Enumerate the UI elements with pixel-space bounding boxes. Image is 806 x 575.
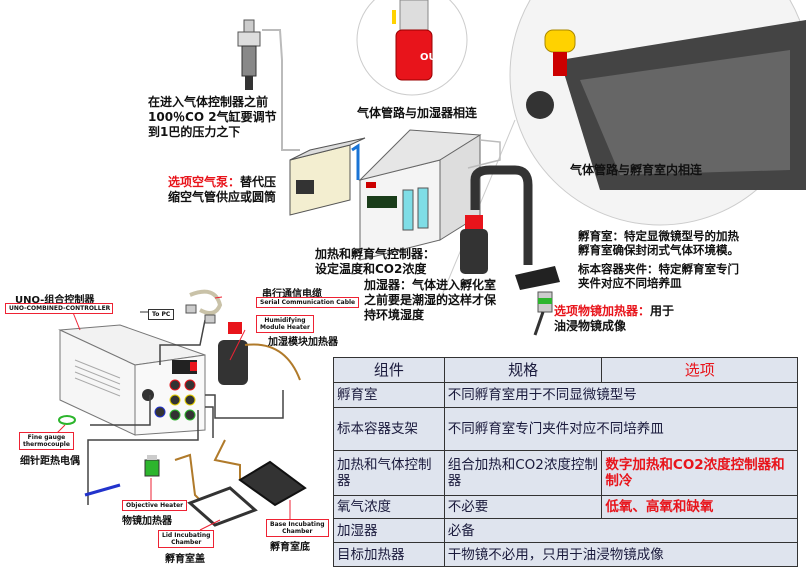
cell-spec: 必备 (443, 518, 799, 543)
header-spec: 规格 (443, 357, 603, 383)
table-row: 孵育室 不同孵育室用于不同显微镜型号 (333, 382, 799, 408)
cell-spec: 不同孵育室专门夹件对应不同培养皿 (443, 407, 799, 451)
label-line: Module Heater (260, 324, 310, 331)
controller-en-label: UNO-COMBINED-CONTROLLER (5, 303, 113, 314)
cell-option: 数字加热和CO2浓度控制器和制冷 (601, 450, 798, 496)
serial-cn-label: 串行通信电缆 (262, 289, 322, 300)
table-header-row: 组件 规格 选项 (333, 357, 798, 383)
label-line: Humidifying (264, 317, 306, 324)
holder-note: 标本容器夹件：特定孵育室专门 夹件对应不同培养皿 (578, 262, 739, 290)
thermo-cn-label: 细针距热电偶 (20, 456, 80, 467)
gas-regulator-icon (237, 19, 300, 151)
table-row: 标本容器支架 不同孵育室专门夹件对应不同培养皿 (333, 407, 799, 451)
humid-cn-label: 加湿模块加热器 (268, 337, 338, 348)
note-line: 在进入气体控制器之前 (148, 95, 269, 109)
cell-option: 低氧、高氧和缺氧 (601, 495, 798, 519)
gas-controller-icon (358, 129, 482, 261)
lid-cn-label: 孵育室盖 (165, 554, 205, 565)
humidifier-link-note: 气体管路与加湿器相连 (357, 106, 478, 120)
table-row: 氧气浓度 不必要 低氧、高氧和缺氧 (333, 495, 798, 519)
spec-table: 组件 规格 选项 孵育室 不同孵育室用于不同显微镜型号 标本容器支架 不同孵育室… (333, 357, 799, 567)
controller-cn-label: UNO-组合控制器 (15, 295, 95, 306)
cell-component: 氧气浓度 (333, 495, 445, 519)
label-line: Chamber (171, 539, 202, 546)
air-pump-label: 选项空气泵： (168, 175, 241, 189)
note-line: 加湿器：气体进入孵化室 (364, 278, 497, 292)
svg-text:OU: OU (420, 52, 437, 63)
lid-chamber-icon (187, 486, 258, 527)
note-line: 设定温度和CO2浓度 (315, 262, 427, 276)
humidifier-bottle-icon (460, 215, 488, 274)
note-line: 100％CO 2气缸要调节 (148, 110, 277, 124)
serial-cable-icon (185, 289, 223, 324)
header-component: 组件 (333, 357, 445, 383)
table-row: 加热和气体控制器 组合加热和CO2浓度控制器 数字加热和CO2浓度控制器和制冷 (333, 450, 798, 496)
label-line: Lid Incubating (162, 532, 211, 539)
label-line: Chamber (282, 528, 313, 535)
chamber-link-note: 气体管路与孵育室内相连 (570, 163, 703, 177)
cell-component: 标本容器支架 (333, 407, 445, 451)
objective-heater-bottom-icon (144, 455, 160, 477)
controller-note: 加热和孵育气控制器： 设定温度和CO2浓度 (315, 247, 435, 277)
chamber-note: 孵育室：特定显微镜型号的加热 孵育室确保封闭式气体环境模。 (578, 229, 739, 257)
note-line: 油浸物镜成像 (554, 319, 627, 333)
cell-component: 加热和气体控制器 (333, 450, 445, 496)
cell-spec: 组合加热和CO2浓度控制器 (443, 450, 603, 496)
thermocouple-icon (58, 415, 76, 425)
lid-en-label: Lid Incubating Chamber (158, 530, 215, 548)
air-pump-icon (289, 137, 366, 216)
objective-en-label: Objective Heater (122, 500, 188, 511)
note-line: 持环境湿度 (364, 308, 425, 322)
objective-heater-icon (533, 291, 553, 336)
note-line: 缩空气管供应或圆筒 (168, 190, 277, 204)
incubator-closeup-icon (439, 0, 806, 301)
table-row: 目标加热器 干物镜不必用，只用于油浸物镜成像 (333, 542, 799, 567)
incubating-chamber-icon (515, 266, 560, 290)
base-chamber-icon (238, 460, 307, 507)
to-pc-label: To PC (148, 309, 175, 320)
note-line: 加热和孵育气控制器： (315, 247, 436, 261)
table-row: 加湿器 必备 (333, 518, 799, 543)
base-cn-label: 孵育室底 (270, 542, 310, 553)
note-line: 夹件对应不同培养皿 (578, 276, 682, 290)
humidifier-note: 加湿器：气体进入孵化室 之前要是潮湿的这样才保 持环境湿度 (364, 278, 496, 323)
cell-component: 加湿器 (333, 518, 445, 543)
cell-component: 目标加热器 (333, 542, 445, 567)
objective-label: 选项物镜加热器： (554, 304, 651, 318)
objective-note: 选项物镜加热器：用于 油浸物镜成像 (554, 304, 674, 334)
note-line: 孵育室确保封闭式气体环境模。 (578, 243, 739, 257)
regulator-note: 在进入气体控制器之前 100％CO 2气缸要调节 到1巴的压力之下 (148, 95, 277, 140)
humidifier-closeup-icon: OU (356, 0, 468, 96)
label-line: thermocouple (23, 441, 70, 448)
uno-controller-icon (58, 324, 206, 436)
cell-spec: 不同孵育室用于不同显微镜型号 (443, 382, 799, 408)
serial-en-label: Serial Communication Cable (256, 297, 360, 308)
objective-cn-label: 物镜加热器 (122, 516, 172, 527)
air-pump-note: 选项空气泵：替代压 缩空气管供应或圆筒 (168, 175, 276, 205)
humidifying-module-icon (218, 322, 301, 385)
label-line: Base Incubating (270, 521, 325, 528)
header-option: 选项 (601, 357, 798, 383)
label-line: Fine gauge (27, 434, 66, 441)
note-line: 标本容器夹件：特定孵育室专门 (578, 262, 739, 276)
note-line: 孵育室：特定显微镜型号的加热 (578, 229, 739, 243)
humid-en-label: Humidifying Module Heater (256, 315, 314, 333)
base-en-label: Base Incubating Chamber (266, 519, 329, 537)
thermo-en-label: Fine gauge thermocouple (19, 432, 74, 450)
cell-spec: 不必要 (443, 495, 603, 519)
cell-spec: 干物镜不必用，只用于油浸物镜成像 (443, 542, 799, 567)
note-line: 用于 (650, 304, 675, 318)
note-line: 到1巴的压力之下 (148, 125, 241, 139)
note-line: 替代压 (240, 175, 277, 189)
note-line: 之前要是潮湿的这样才保 (364, 293, 497, 307)
cell-component: 孵育室 (333, 382, 445, 408)
